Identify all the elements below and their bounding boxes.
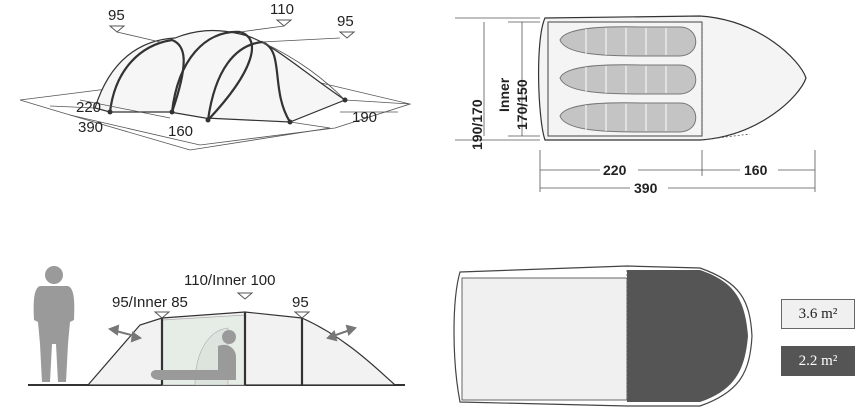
sleeping-bag-icon <box>559 102 697 133</box>
perspective-view: 95 110 95 220 390 160 190 <box>19 1 412 151</box>
height-marker-icon <box>236 292 254 300</box>
person-lying-icon <box>150 330 236 380</box>
perspective-rear-ridge <box>261 41 346 101</box>
dimension-line <box>69 114 191 151</box>
side-view-height-middle: 110/Inner 100 <box>184 272 275 289</box>
ventilation-arrow-icon <box>326 324 357 342</box>
height-marker-icon <box>275 19 293 27</box>
perspective-dim-total: 390 <box>78 119 103 136</box>
legend-inner-area: 3.6 m² <box>781 299 855 329</box>
height-marker-icon <box>108 25 126 33</box>
perspective-dim-inner: 160 <box>168 123 193 140</box>
floor-plan-vestibule-area <box>627 270 748 402</box>
side-view-height-rear: 95 <box>292 294 309 311</box>
side-view: 95/Inner 85 110/Inner 100 95 <box>28 266 405 386</box>
sleeping-bag-icon <box>559 26 697 57</box>
perspective-guy-line <box>49 105 96 109</box>
floor-plan-outline <box>453 265 753 407</box>
side-view-height-front: 95/Inner 85 <box>112 294 188 311</box>
top-view-width-label: 190/170 <box>469 99 485 150</box>
dimension-line <box>79 99 171 119</box>
floor-plan <box>453 265 753 407</box>
height-marker-icon <box>153 311 171 319</box>
sleeping-bag-icon <box>559 64 697 95</box>
perspective-guy-line <box>344 99 411 105</box>
sleeping-bags <box>559 26 697 133</box>
top-view-dim-bedroom: 220 <box>603 162 627 178</box>
top-view-inner-word: Inner <box>496 77 512 112</box>
perspective-height-front: 95 <box>108 7 125 24</box>
ventilation-arrow-icon <box>107 324 143 343</box>
perspective-height-middle: 110 <box>270 1 294 18</box>
person-standing-icon <box>33 266 75 382</box>
floor-plan-inner-area <box>461 277 628 401</box>
top-view-inner-width-label: 170/150 <box>514 79 530 130</box>
height-marker-icon <box>338 31 356 39</box>
perspective-dim-vestibule: 220 <box>76 99 101 116</box>
dimension-line <box>189 127 331 151</box>
top-view-dim-total: 390 <box>634 180 658 196</box>
perspective-guy-line <box>289 121 331 129</box>
legend-vestibule-area-label: 2.2 m² <box>798 352 838 369</box>
legend-vestibule-area: 2.2 m² <box>781 346 855 376</box>
legend-inner-area-label: 3.6 m² <box>798 305 838 322</box>
perspective-height-rear: 95 <box>337 13 354 30</box>
top-view-dim-vestibule: 160 <box>744 162 768 178</box>
height-marker-icon <box>293 311 311 319</box>
top-view: 190/170 Inner 170/150 220 160 390 <box>455 15 816 196</box>
perspective-dim-width: 190 <box>352 109 377 126</box>
